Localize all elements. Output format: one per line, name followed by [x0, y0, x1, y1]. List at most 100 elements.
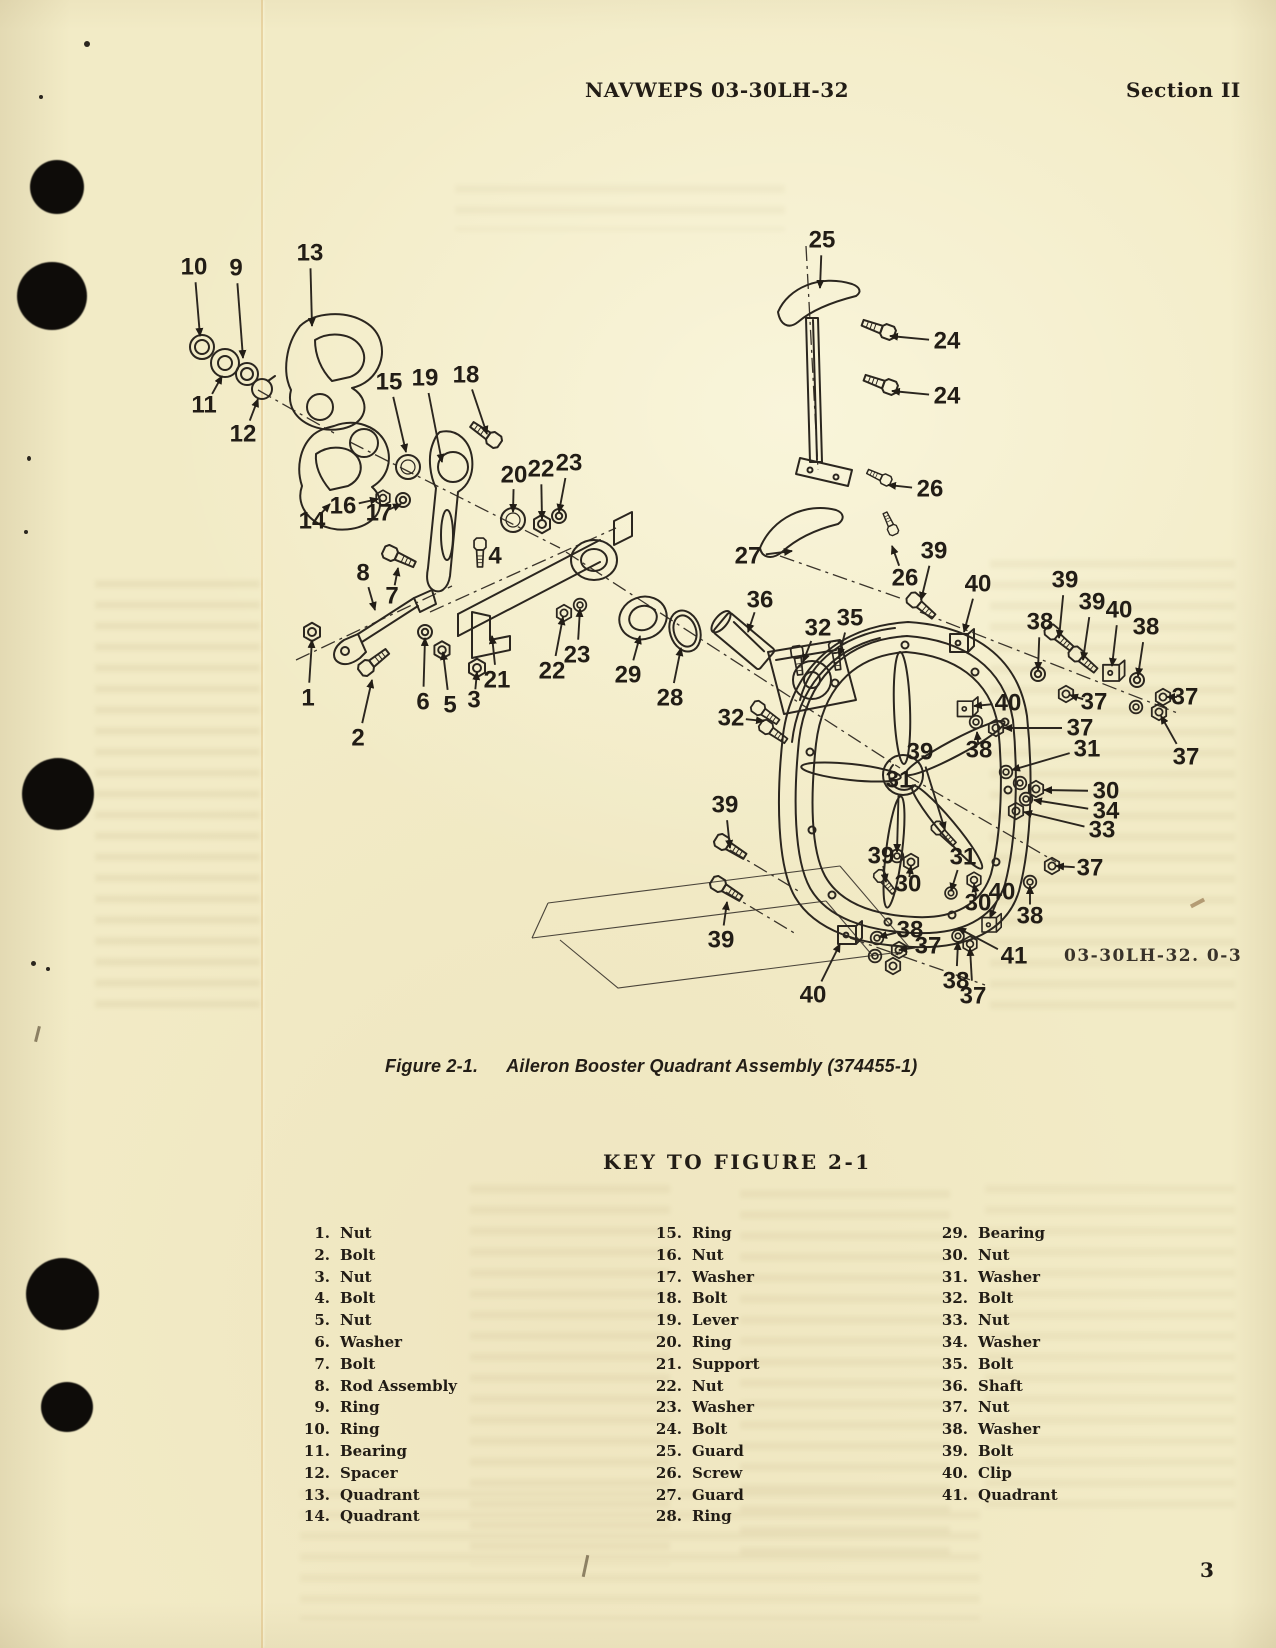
punch-mark	[26, 1258, 99, 1330]
callout-leader	[509, 489, 518, 513]
callout-leader	[211, 375, 223, 395]
key-item: 23.Washer	[640, 1398, 760, 1420]
callout-leader	[745, 716, 765, 725]
key-item-number: 36.	[941, 1376, 968, 1395]
callout-number: 37	[1077, 855, 1104, 882]
key-item-name: Bearing	[340, 1441, 407, 1460]
key-item: 28. Ring	[640, 1507, 760, 1529]
callout-number: 31	[1074, 736, 1101, 763]
nut-1	[303, 621, 321, 643]
callout-number: 33	[1089, 817, 1116, 844]
nut-5	[433, 640, 451, 660]
quadrant-13	[285, 313, 383, 431]
callout-number: 22	[539, 658, 566, 685]
callout-number: 18	[453, 362, 480, 389]
callout-number: 38	[1133, 614, 1160, 641]
key-item-name: Bolt	[692, 1289, 728, 1308]
callout-leader	[1043, 786, 1089, 795]
callout-number: 34	[1093, 798, 1120, 825]
bleed-through	[300, 1490, 980, 1620]
callout-leader	[890, 545, 901, 567]
callout-number: 7	[385, 583, 398, 610]
key-item: 38.Washer	[926, 1420, 1058, 1442]
ink-speck	[24, 530, 28, 534]
bearing-29	[618, 595, 668, 641]
rod-assembly-8	[333, 589, 437, 666]
callout-number: 39	[1079, 589, 1106, 616]
callout-leader	[236, 283, 247, 359]
key-item-number: 29.	[941, 1224, 968, 1242]
key-item: 11. Bearing	[288, 1442, 457, 1464]
callout-number: 40	[1106, 597, 1133, 624]
callout-number: 38	[897, 917, 924, 944]
callout-leader	[725, 820, 734, 849]
key-item: 29.Bearing	[926, 1224, 1058, 1246]
key-item-number: 28.	[655, 1507, 682, 1526]
callout-leader	[721, 901, 730, 926]
key-item-name: Screw	[692, 1463, 743, 1482]
key-item-name: Nut	[340, 1311, 372, 1330]
callout-leader	[1108, 625, 1118, 667]
callout-leader	[471, 389, 489, 435]
key-item: 18.Bolt	[640, 1289, 760, 1311]
key-item: 14.Quadrant	[288, 1507, 457, 1529]
key-item-name: Bolt	[340, 1354, 376, 1373]
callout-number: 19	[412, 365, 439, 392]
key-item: 17.Washer	[640, 1268, 760, 1290]
callout-leader	[420, 637, 429, 687]
callout-number: 2	[351, 725, 364, 752]
key-item: 6.Washer	[288, 1333, 457, 1355]
callout-leader	[194, 282, 204, 337]
washer-6	[417, 624, 433, 640]
key-item-number: 40.	[941, 1463, 968, 1482]
callout-number: 6	[416, 689, 429, 716]
callout-number: 37	[960, 983, 987, 1010]
key-item-number: 7.	[314, 1354, 330, 1373]
callout-leader	[307, 639, 316, 683]
callout-leader	[358, 496, 379, 505]
callout-number: 39	[1052, 567, 1079, 594]
callout-leader	[319, 503, 331, 516]
callout-leader	[392, 567, 401, 586]
callout-leader	[966, 947, 975, 981]
callout-leader	[440, 651, 449, 690]
washer-38c	[1128, 699, 1144, 715]
key-item-number: 24.	[655, 1420, 682, 1439]
figure-caption-title: Aileron Booster Quadrant Assembly (37445…	[506, 1056, 918, 1076]
bleed-through	[95, 580, 260, 1020]
key-item: 21.Support	[640, 1355, 760, 1377]
key-item-number: 10.	[303, 1420, 330, 1439]
callout-number: 26	[917, 476, 944, 503]
callout-number: 30	[1093, 778, 1120, 805]
key-item-number: 25.	[655, 1441, 682, 1460]
callout-number: 37	[1081, 689, 1108, 716]
bolt-24b	[861, 370, 900, 397]
key-item: 25.Guard	[640, 1442, 760, 1464]
callout-leader	[248, 398, 259, 421]
page-fold-line	[261, 0, 263, 1648]
key-item-name: Washer	[978, 1332, 1041, 1351]
callout-number: 28	[657, 685, 684, 712]
key-item: 40.Clip	[926, 1464, 1058, 1486]
key-item-number: 27.	[655, 1485, 682, 1504]
key-item-name: Ring	[692, 1224, 732, 1242]
key-item-number: 9.	[314, 1398, 330, 1417]
key-item: 30.Nut	[926, 1246, 1058, 1268]
key-item-number: 11.	[303, 1441, 330, 1460]
key-item-name: Ring	[692, 1507, 732, 1526]
key-item-name: Lever	[692, 1311, 739, 1330]
punch-mark	[22, 758, 94, 830]
callout-number: 24	[934, 328, 961, 355]
callout-leader	[472, 671, 481, 690]
key-item-number: 32.	[941, 1289, 968, 1308]
key-item-name: Bolt	[978, 1354, 1014, 1373]
callout-number: 25	[809, 227, 836, 254]
callout-number: 40	[995, 690, 1022, 717]
callout-number: 37	[1067, 715, 1094, 742]
bolt-18	[466, 417, 505, 451]
callout-number: 5	[443, 692, 456, 719]
bleed-through	[455, 185, 785, 231]
